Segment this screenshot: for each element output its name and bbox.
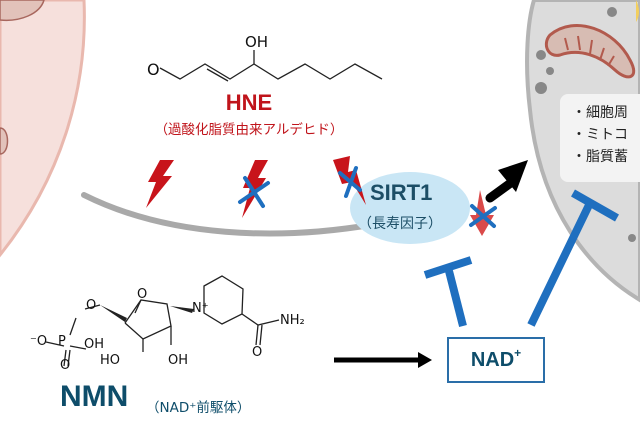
nmn-p-double-o: O — [60, 358, 71, 373]
sirt1-subtitle: （長寿因子） — [358, 216, 442, 232]
nmn-ester-o: O — [86, 298, 97, 313]
nad-text: NAD — [470, 349, 515, 371]
effects-panel: ・細胞周 ・ミトコ ・脂質蓄 — [560, 94, 640, 182]
nmn-amide-o: O — [252, 345, 263, 360]
effect-item: ・細胞周 — [572, 105, 628, 121]
nad-box: NAD+ — [447, 337, 545, 383]
inhibition-t-bar-icon — [527, 189, 619, 327]
sirt1-bubble — [350, 172, 470, 244]
hne-hydroxyl: OH — [245, 33, 269, 51]
nmn-oh-right: OH — [168, 353, 189, 368]
effect-item: ・ミトコ — [572, 127, 628, 143]
cross-mark-icon — [338, 166, 362, 198]
lightning-bolt-icon — [146, 160, 174, 208]
hne-title: HNE — [225, 90, 273, 115]
sirt1-title: SIRT1 — [370, 180, 433, 205]
nmn-n-plus: N⁺ — [192, 301, 209, 316]
nmn-ho-left: HO — [100, 353, 121, 368]
effect-item: ・脂質蓄 — [572, 149, 628, 165]
cross-mark-icon — [238, 176, 270, 208]
mitochondrion-icon — [0, 0, 45, 22]
nmn-subtitle: （NAD⁺前駆体） — [146, 400, 251, 416]
hne-oxygen: O — [147, 60, 160, 79]
nad-superscript: + — [514, 346, 522, 360]
nmn-ring-o: O — [137, 287, 148, 302]
hne-structure — [159, 50, 383, 82]
nmn-wedges — [100, 305, 194, 322]
mitochondrion-icon — [0, 127, 9, 155]
nad-label: NAD+ — [470, 346, 522, 372]
cross-mark-icon — [469, 204, 497, 228]
nmn-o-minus: ⁻O — [30, 334, 48, 349]
nmn-title: NMN — [60, 380, 129, 413]
inhibition-t-bar-icon — [423, 256, 473, 327]
lightning-bolt-icon — [242, 160, 268, 218]
nmn-p-oh: OH — [84, 337, 105, 352]
hne-subtitle: （過酸化脂質由来アルデヒド） — [154, 122, 344, 138]
nmn-structure — [45, 275, 280, 367]
nmn-nh2: NH₂ — [280, 313, 305, 328]
membrane-arc — [81, 192, 373, 237]
mitochondrion-icon — [544, 24, 636, 79]
left-cell — [0, 0, 86, 258]
nmn-to-nad-arrow — [334, 352, 432, 368]
activation-arrow-icon — [485, 160, 528, 203]
nmn-phosphorus: P — [58, 334, 66, 349]
